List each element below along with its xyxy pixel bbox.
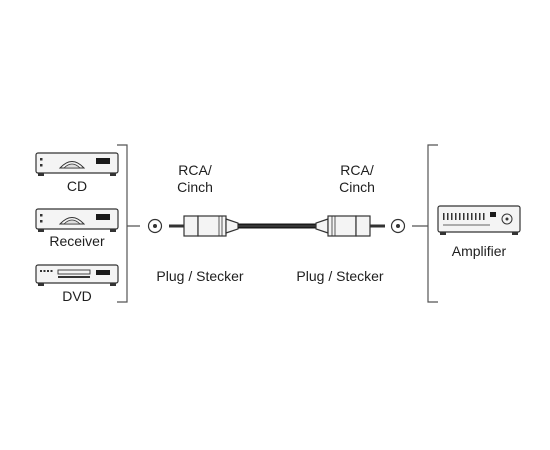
dvd-player-icon (35, 264, 119, 286)
source-label-cd: CD (66, 178, 88, 194)
left-plug-icon (169, 215, 239, 237)
right-plug-icon (315, 215, 385, 237)
source-bracket (117, 144, 140, 303)
left-jack-icon (147, 218, 163, 234)
amplifier-icon (437, 205, 521, 235)
target-bracket (412, 144, 438, 303)
right-connector-kind: Plug / Stecker (296, 268, 384, 284)
cd-player-icon (35, 152, 119, 176)
right-jack-icon (390, 218, 406, 234)
right-connector-type: RCA/ Cinch (339, 162, 375, 195)
target-label-amplifier: Amplifier (451, 243, 507, 259)
left-connector-type: RCA/ Cinch (177, 162, 213, 195)
receiver-icon (35, 208, 119, 232)
source-label-receiver: Receiver (49, 233, 105, 249)
rca-cable (169, 215, 385, 237)
source-label-dvd: DVD (62, 288, 92, 304)
left-connector-kind: Plug / Stecker (156, 268, 244, 284)
